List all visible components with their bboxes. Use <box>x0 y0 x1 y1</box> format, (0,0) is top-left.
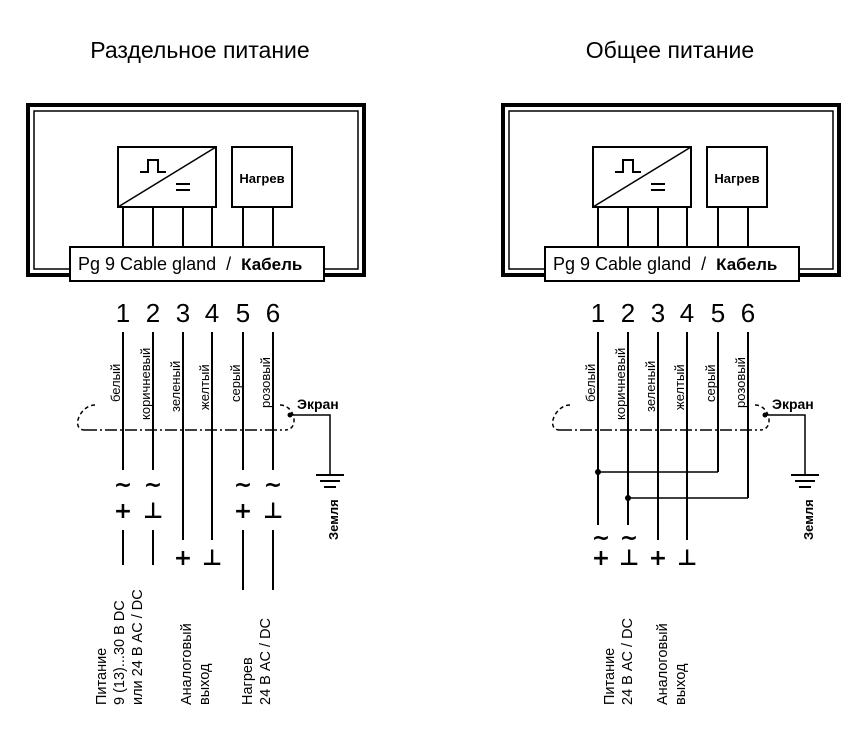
left-screen-label: Экран <box>297 396 339 412</box>
left-wire-label-6: розовый <box>258 357 273 408</box>
left-terminal-4: 4 <box>205 298 219 328</box>
left-screen-wire <box>287 412 331 475</box>
right-heater-block <box>706 146 768 208</box>
right-cable-gland <box>544 246 800 282</box>
right-p1-tilde: ~ <box>592 526 610 551</box>
right-title: Общее питание <box>586 37 754 63</box>
left-wire-label-5: серый <box>228 364 243 402</box>
left-t6-ground: ⊥ <box>263 499 283 524</box>
left-wire-label-2: коричневый <box>138 348 153 420</box>
right-gland-text: Pg 9 Cable gland / Кабель <box>553 254 777 274</box>
left-t5-plus: + <box>234 499 252 524</box>
right-supply-bridges <box>595 469 748 501</box>
left-t4-ground: ⊥ <box>202 546 222 571</box>
left-title: Раздельное питание <box>90 37 309 63</box>
left-gland-text: Pg 9 Cable gland / Кабель <box>78 254 302 274</box>
left-heater-block <box>231 146 293 208</box>
left-power-caption-1: Питание <box>94 648 110 705</box>
left-analog-caption-1: Аналоговый <box>179 623 195 705</box>
left-heat-caption-1: Нагрев <box>240 657 256 705</box>
left-earth-label: Земля <box>326 499 341 540</box>
left-cable-shield <box>76 404 295 431</box>
right-cable-wires <box>597 332 749 540</box>
left-wire-label-4: желтый <box>197 364 212 410</box>
left-power-caption-2: 9 (13)...30 В DC <box>112 600 128 705</box>
right-analog-caption-2: выход <box>673 663 689 705</box>
right-p1-plus: + <box>592 546 610 571</box>
left-t2-tilde: ~ <box>144 473 162 498</box>
right-heater-label: Нагрев <box>714 171 759 186</box>
right-p2-tilde: ~ <box>620 526 638 551</box>
left-terminal-5: 5 <box>236 298 250 328</box>
right-earth-icon <box>791 474 819 488</box>
left-terminal-6: 6 <box>266 298 280 328</box>
left-heat-caption-2: 24 В AC / DC <box>258 618 274 705</box>
right-housing-inner <box>508 110 834 270</box>
left-terminal-2: 2 <box>146 298 160 328</box>
left-t5-tilde: ~ <box>234 473 252 498</box>
right-terminal-2: 2 <box>621 298 635 328</box>
left-t6-tilde: ~ <box>264 473 282 498</box>
left-internal-wires <box>122 207 274 247</box>
right-terminal-1: 1 <box>591 298 605 328</box>
right-terminal-5: 5 <box>711 298 725 328</box>
right-wire-label-1: белый <box>583 364 598 402</box>
left-dc-icon <box>176 183 190 191</box>
left-t2-ground: ⊥ <box>143 499 163 524</box>
left-pulse-icon <box>140 159 166 173</box>
right-analog-caption-1: Аналоговый <box>655 623 671 705</box>
left-heater-label: Нагрев <box>239 171 284 186</box>
left-terminal-1: 1 <box>116 298 130 328</box>
left-terminal-3: 3 <box>176 298 190 328</box>
left-cable-wires <box>122 332 274 540</box>
right-pulse-icon <box>615 159 641 173</box>
left-converter-block <box>117 146 217 208</box>
right-power-caption-1: Питание <box>602 648 618 705</box>
right-p2-ground: ⊥ <box>619 546 639 571</box>
right-diagram: Общее питание Нагрев Pg 9 Cable gland / <box>501 37 841 705</box>
right-power-caption-2: 24 В AC / DC <box>620 618 636 705</box>
left-cable-gland <box>69 246 325 282</box>
right-wire-label-2: коричневый <box>613 348 628 420</box>
right-wire-label-4: желтый <box>672 364 687 410</box>
left-t3-plus: + <box>174 546 192 571</box>
right-t4-ground: ⊥ <box>677 546 697 571</box>
left-power-caption-3: или 24 В AC / DC <box>130 589 146 705</box>
right-wire-label-5: серый <box>703 364 718 402</box>
right-dc-icon <box>651 183 665 191</box>
left-wire-label-1: белый <box>108 364 123 402</box>
left-wire-label-3: зеленый <box>168 361 183 412</box>
right-earth-label: Земля <box>801 499 816 540</box>
right-cable-shield <box>551 404 770 431</box>
right-screen-label: Экран <box>772 396 814 412</box>
right-terminal-3: 3 <box>651 298 665 328</box>
right-terminal-6: 6 <box>741 298 755 328</box>
left-housing-inner <box>33 110 359 270</box>
left-output-leads <box>122 530 274 590</box>
right-wire-label-6: розовый <box>733 357 748 408</box>
right-converter-block <box>592 146 692 208</box>
left-t1-tilde: ~ <box>114 473 132 498</box>
right-internal-wires <box>597 207 749 247</box>
left-t1-plus: + <box>114 499 132 524</box>
right-t3-plus: + <box>649 546 667 571</box>
right-wire-label-3: зеленый <box>643 361 658 412</box>
left-analog-caption-2: выход <box>197 663 213 705</box>
right-screen-wire <box>762 412 806 475</box>
left-earth-icon <box>316 474 344 488</box>
right-terminal-4: 4 <box>680 298 694 328</box>
left-diagram: Раздельное питание Нагрев <box>26 37 366 705</box>
